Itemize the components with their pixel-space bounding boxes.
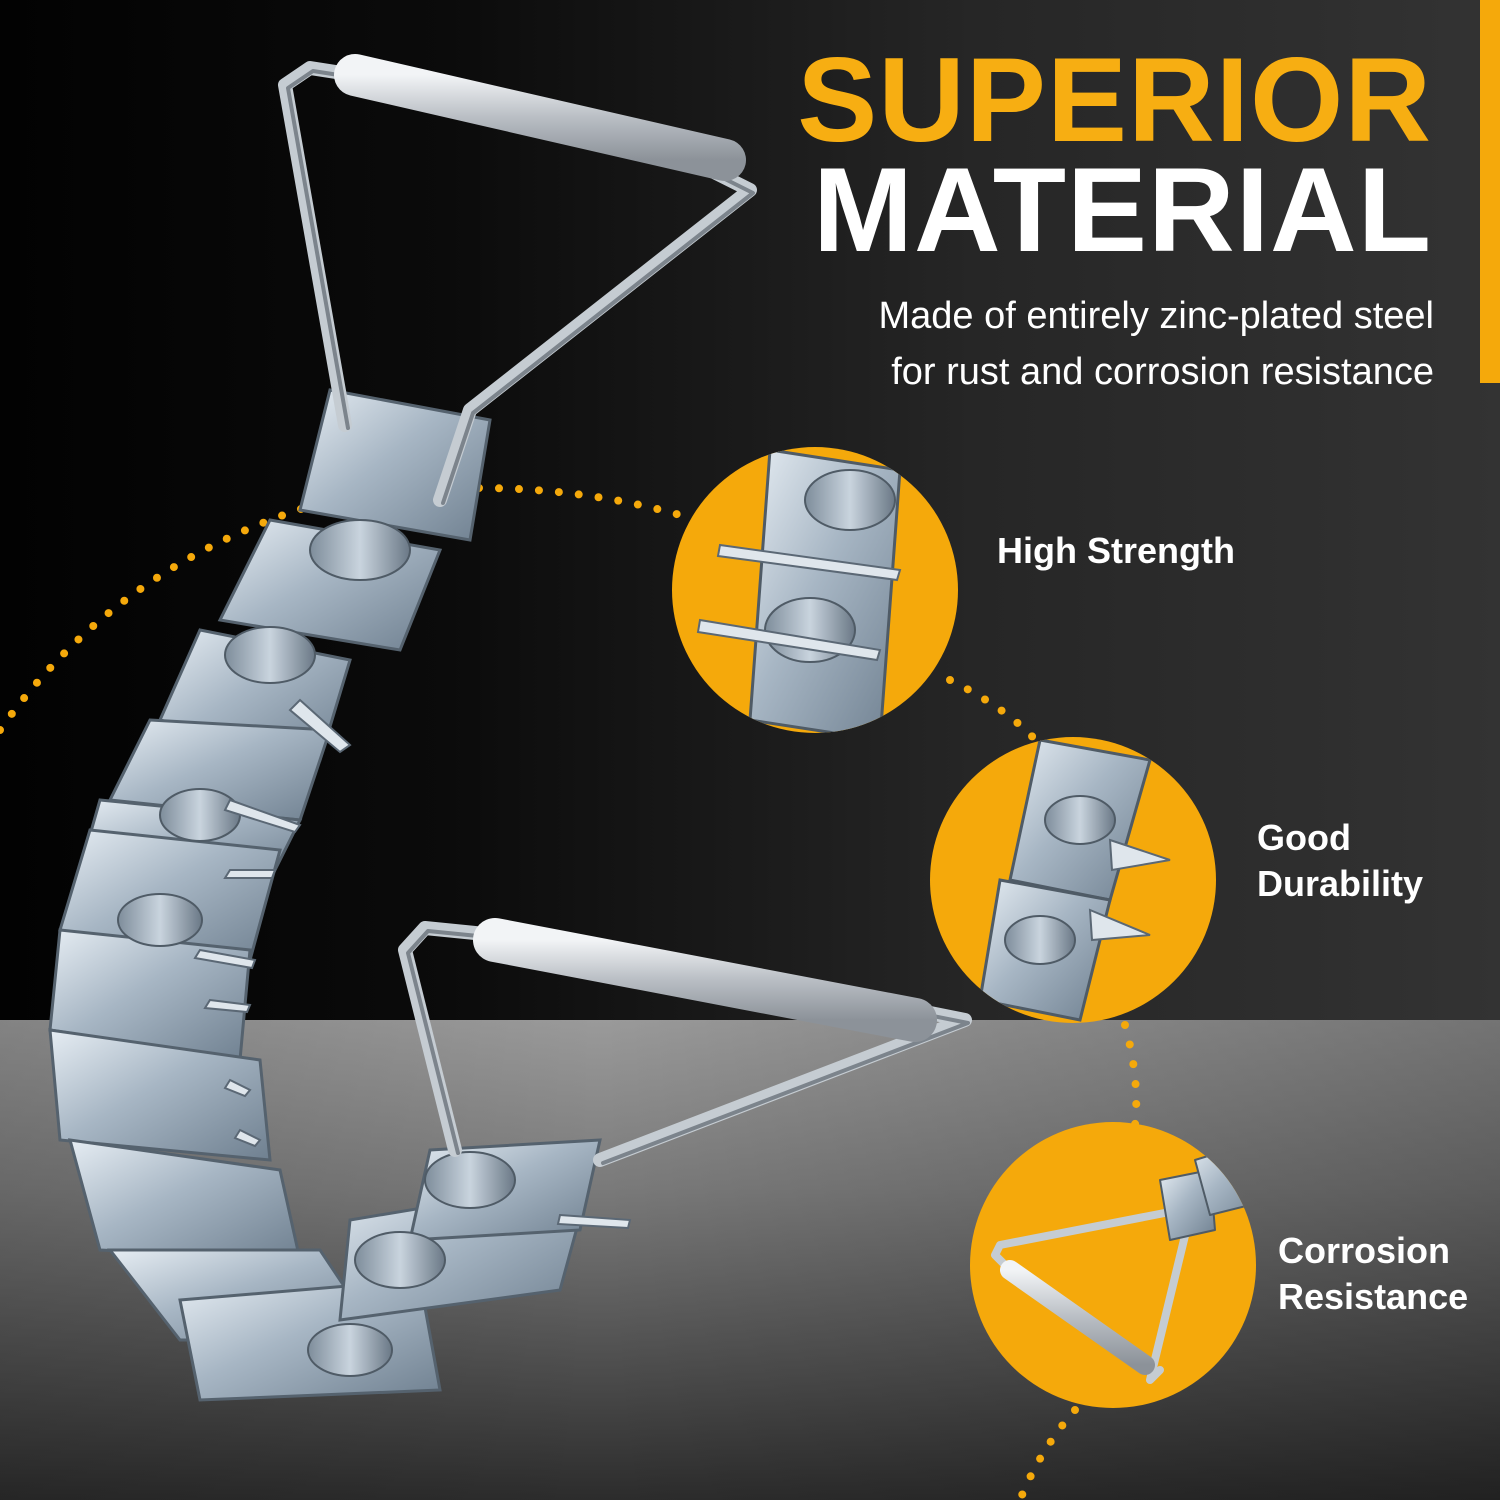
dotted-connector: [0, 484, 1141, 1500]
description-line-1: Made of entirely zinc-plated steel: [878, 295, 1434, 337]
description-line-2: for rust and corrosion resistance: [891, 351, 1434, 393]
bottom-handle: [398, 918, 972, 1167]
feature-label-line: Corrosion: [1278, 1230, 1451, 1271]
feature-good-durability: Good Durability: [1257, 815, 1423, 907]
feature-high-strength: High Strength: [997, 528, 1235, 574]
feature-label-line: Resistance: [1278, 1276, 1469, 1317]
material-description: Made of entirely zinc-plated steel for r…: [734, 288, 1434, 400]
feature-label-line: Good: [1257, 817, 1351, 858]
chain-link-closeup: [672, 447, 958, 733]
feature-corrosion-resistance: Corrosion Resistance: [1278, 1228, 1468, 1320]
feature-label-line: High Strength: [997, 530, 1235, 571]
headline-material: MATERIAL: [812, 143, 1432, 277]
top-handle: [278, 54, 757, 507]
headline-superior: SUPERIOR: [797, 33, 1432, 167]
accent-bar: [1480, 0, 1500, 383]
tire-chain-icon: [48, 388, 632, 1402]
chain-spikes-closeup: [930, 737, 1216, 1023]
feature-label-line: Durability: [1257, 863, 1424, 904]
handle-closeup: [970, 1122, 1256, 1408]
